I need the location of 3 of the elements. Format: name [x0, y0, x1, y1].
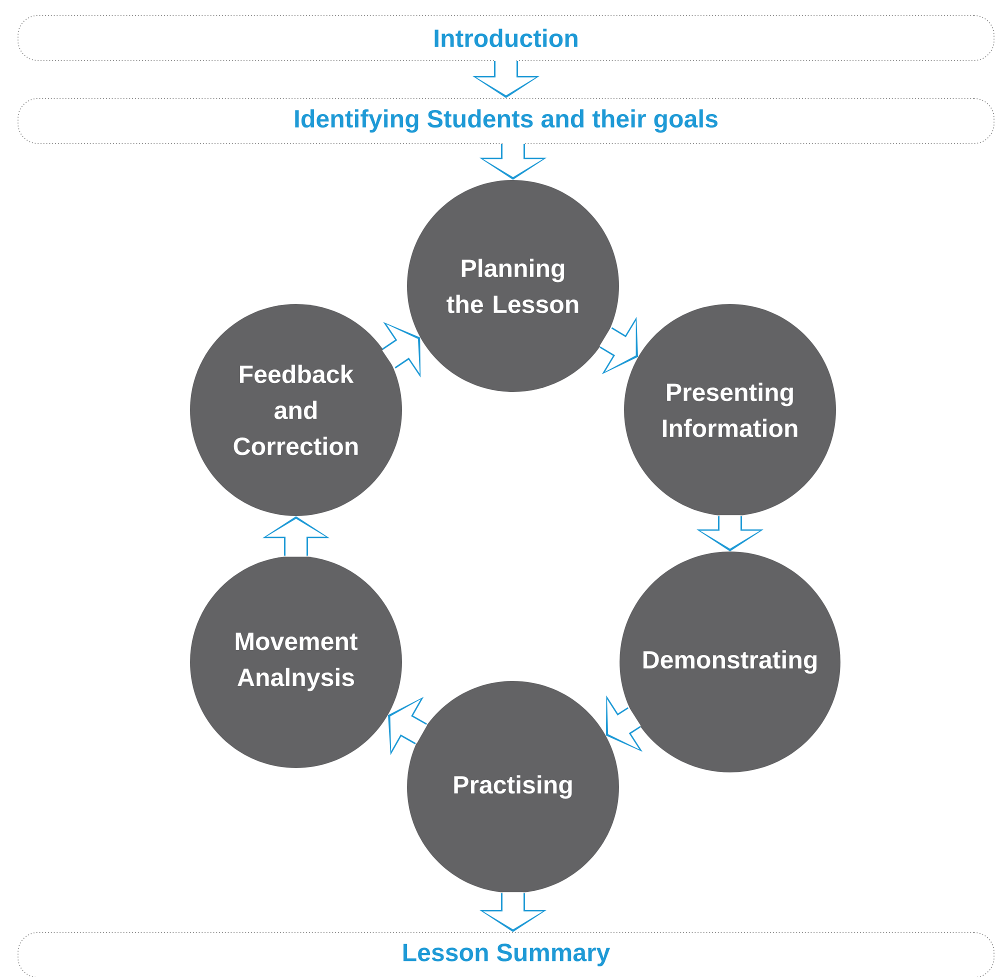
stage-band: Lesson Summary [18, 932, 994, 977]
stage-band: Identifying Students and their goals [18, 98, 994, 144]
stage-band: Introduction [18, 15, 994, 61]
